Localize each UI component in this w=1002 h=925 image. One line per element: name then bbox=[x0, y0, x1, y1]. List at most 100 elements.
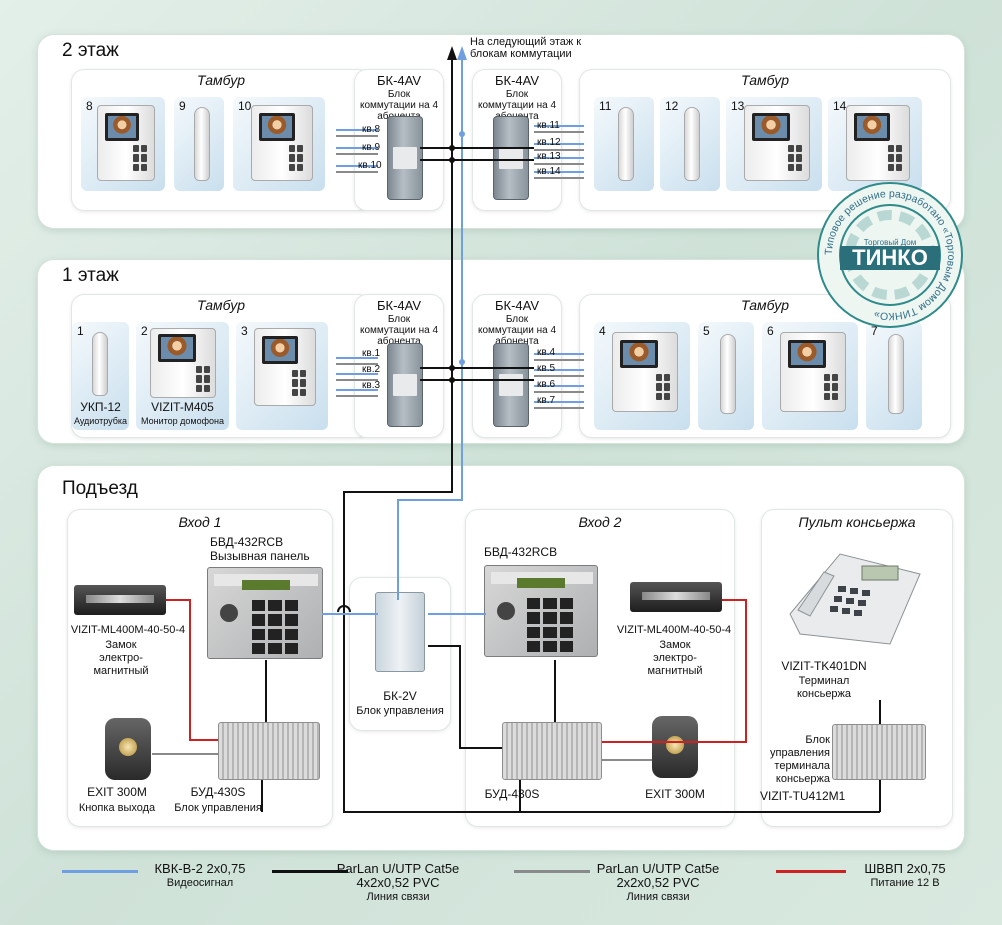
magnetic-lock-icon bbox=[74, 585, 166, 615]
entry-2-lock-model: VIZIT-ML400M-40-50-4 bbox=[616, 624, 732, 636]
apartment-6-monitor: 6 bbox=[762, 322, 858, 430]
handset-desc: Аудиотрубка bbox=[73, 416, 128, 426]
floor-2-bk-left: БК-4AV Блок коммутации на 4 абонента bbox=[355, 70, 443, 210]
floor-1-title: 1 этаж bbox=[62, 265, 119, 286]
concierge-unit-model: VIZIT-TU412M1 bbox=[760, 789, 846, 803]
floor-2-title: 2 этаж bbox=[62, 40, 119, 61]
legend-item-black: ParLan U/UTP Cat5e 4х2х0,52 PVC Линия св… bbox=[336, 861, 460, 904]
tinko-stamp: Типовое решение разработано «Торговым До… bbox=[815, 180, 965, 330]
vestibule-label: Тамбур bbox=[197, 72, 245, 88]
entry-2-bud-model: БУД-430S bbox=[484, 787, 540, 801]
switch-block-icon bbox=[493, 116, 529, 200]
switch-block-icon bbox=[387, 343, 423, 427]
bk-model: БК-4AV bbox=[494, 73, 540, 88]
entry-1-bud-desc: Блок управления bbox=[174, 802, 262, 814]
concierge-phone-icon bbox=[780, 544, 930, 650]
magnetic-lock-icon bbox=[630, 582, 722, 612]
entry-1-bud-model: БУД-430S bbox=[190, 785, 246, 799]
vestibule-label: Тамбур bbox=[197, 297, 245, 313]
apartment-8-monitor: 8 bbox=[81, 97, 165, 191]
stamp-brand-top: Торговый Дом bbox=[863, 238, 917, 247]
call-panel-icon bbox=[484, 565, 598, 657]
door-controller-icon bbox=[218, 722, 320, 780]
handset-icon bbox=[194, 107, 210, 181]
handset-icon bbox=[720, 334, 736, 414]
legend: КВК-В-2 2х0,75 Видеосигнал ParLan U/UTP … bbox=[0, 852, 1002, 912]
apartment-3-monitor: 3 bbox=[236, 322, 328, 430]
legend-line-black bbox=[272, 870, 348, 873]
legend-item-video: КВК-В-2 2х0,75 Видеосигнал bbox=[154, 861, 246, 890]
entry-2-lock-desc: Замок электро-магнитный bbox=[647, 639, 703, 677]
exit-button-icon bbox=[652, 716, 698, 778]
kv-label: кв.10 bbox=[358, 160, 382, 171]
legend-item-grey: ParLan U/UTP Cat5e 2х2х0,52 PVC Линия св… bbox=[596, 861, 720, 904]
legend-line-grey bbox=[514, 870, 590, 873]
monitor-desc: Монитор домофона bbox=[141, 416, 224, 426]
bk-model: БК-4AV bbox=[494, 298, 540, 313]
floor-1-left-vestibule: Тамбур 1 УКП-12 Аудиотрубка 2 VIZIT-M405… bbox=[72, 295, 370, 437]
handset-icon bbox=[618, 107, 634, 181]
handset-icon bbox=[684, 107, 700, 181]
kv-label: кв.5 bbox=[537, 363, 556, 374]
legend-line-red bbox=[776, 870, 846, 873]
apartment-7-handset: 7 bbox=[866, 322, 922, 430]
kv-label: кв.4 bbox=[537, 347, 556, 358]
kv-label: кв.3 bbox=[362, 380, 381, 391]
handset-model: УКП-12 bbox=[80, 400, 121, 414]
concierge-terminal-model: VIZIT-TK401DN bbox=[781, 659, 867, 673]
apartment-9-handset: 9 bbox=[174, 97, 224, 191]
switch-block-icon bbox=[387, 116, 423, 200]
entrance-title: Подъезд bbox=[62, 478, 138, 499]
bk2v-desc: Блок управления bbox=[356, 705, 444, 717]
entry-1-lock-model: VIZIT-ML400M-40-50-4 bbox=[70, 624, 186, 636]
stamp-brand: ТИНКО bbox=[840, 246, 940, 270]
kv-label: кв.12 bbox=[537, 137, 561, 148]
apartment-1-handset: 1 УКП-12 Аудиотрубка bbox=[72, 322, 129, 430]
control-block-icon bbox=[375, 592, 425, 672]
apartment-11-handset: 11 bbox=[594, 97, 654, 191]
concierge-terminal-desc: Терминал консьержа bbox=[796, 675, 852, 700]
bk-model: БК-4AV bbox=[376, 73, 422, 88]
legend-line-video bbox=[62, 870, 138, 873]
next-floor-label: На следующий этаж к блокам коммутации bbox=[470, 36, 582, 60]
entry-2-title: Вход 2 bbox=[578, 514, 622, 530]
kv-label: кв.14 bbox=[537, 166, 561, 177]
apartment-12-handset: 12 bbox=[660, 97, 720, 191]
entry-1-lock-desc: Замок электро-магнитный bbox=[93, 639, 149, 677]
entry-2-panel-model: БВД-432RCB bbox=[484, 545, 558, 559]
monitor-model: VIZIT-M405 bbox=[151, 400, 214, 414]
kv-label: кв.8 bbox=[362, 124, 381, 135]
call-panel-icon bbox=[207, 567, 323, 659]
apartment-14-monitor: 14 bbox=[828, 97, 922, 191]
exit-button-icon bbox=[105, 718, 151, 780]
kv-label: кв.9 bbox=[362, 142, 381, 153]
entry-1-title: Вход 1 bbox=[178, 514, 222, 530]
entry-1-panel-desc: Вызывная панель bbox=[210, 549, 310, 563]
apartment-5-handset: 5 bbox=[698, 322, 754, 430]
kv-label: кв.2 bbox=[362, 364, 381, 375]
kv-label: кв.11 bbox=[537, 120, 560, 131]
kv-label: кв.1 bbox=[362, 348, 381, 359]
concierge-title: Пульт консьержа bbox=[798, 514, 916, 530]
apartment-2-monitor: 2 VIZIT-M405 Монитор домофона bbox=[136, 322, 229, 430]
entry-1-exit-desc: Кнопка выхода bbox=[78, 802, 156, 814]
apartment-13-monitor: 13 bbox=[726, 97, 822, 191]
kv-label: кв.13 bbox=[537, 151, 561, 162]
bk-model: БК-4AV bbox=[376, 298, 422, 313]
entry-2-exit-model: EXIT 300M bbox=[645, 787, 705, 801]
vestibule-label: Тамбур bbox=[741, 72, 789, 88]
entry-1-exit-model: EXIT 300M bbox=[87, 785, 147, 799]
handset-icon bbox=[92, 332, 108, 396]
concierge-controller-icon bbox=[832, 724, 926, 780]
kv-label: кв.6 bbox=[537, 379, 556, 390]
floor-2-left-vestibule: Тамбур 8 9 10 bbox=[72, 70, 370, 210]
entry-1-panel-model: БВД-432RCB bbox=[210, 535, 284, 549]
handset-icon bbox=[888, 334, 904, 414]
kv-label: кв.7 bbox=[537, 395, 556, 406]
apartment-4-monitor: 4 bbox=[594, 322, 690, 430]
door-controller-icon bbox=[502, 722, 602, 780]
apartment-10-monitor: 10 bbox=[233, 97, 325, 191]
switch-block-icon bbox=[493, 343, 529, 427]
bk2v-model: БК-2V bbox=[383, 689, 417, 703]
concierge-unit-desc: Блок управления терминала консьержа bbox=[770, 734, 830, 785]
